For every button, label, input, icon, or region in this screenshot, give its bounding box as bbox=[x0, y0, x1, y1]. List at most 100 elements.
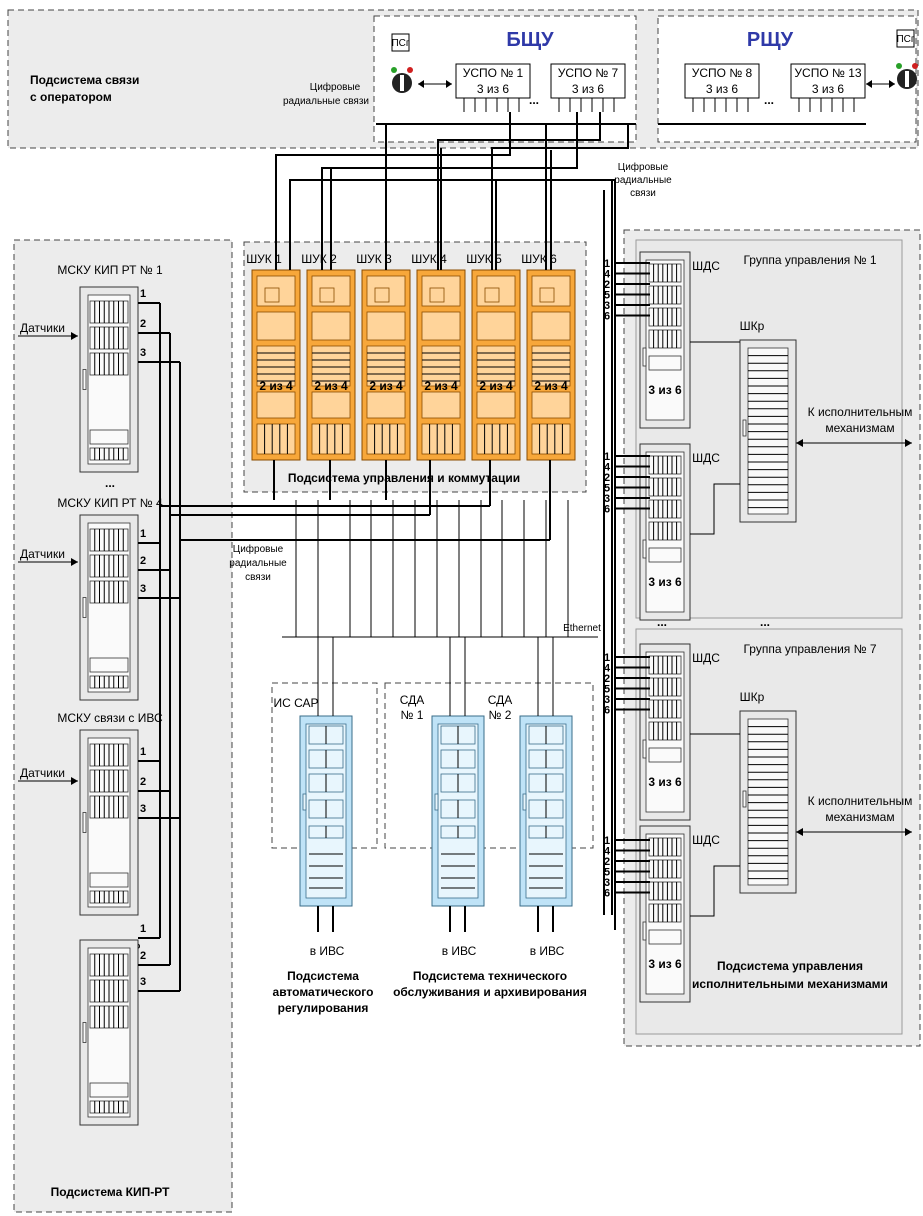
shds-port-number: 4 bbox=[604, 462, 611, 474]
shuk-panel bbox=[256, 391, 296, 419]
uspo-ellipsis: ... bbox=[764, 93, 774, 107]
shuk-display bbox=[539, 287, 555, 303]
uspo-box bbox=[455, 63, 531, 99]
kip-port-number: 1 bbox=[140, 528, 146, 540]
psg-box bbox=[896, 29, 915, 48]
shuk-cabinet: ШУК 32 из 4 bbox=[356, 252, 411, 461]
shds-port-number: 6 bbox=[604, 504, 610, 516]
shds-module bbox=[648, 329, 682, 349]
kip-port-number: 1 bbox=[140, 746, 146, 758]
radial-link bbox=[289, 179, 616, 930]
kip-slot bbox=[89, 1082, 129, 1098]
shuk-vote: 2 из 4 bbox=[314, 379, 348, 393]
shuk-panel bbox=[421, 423, 461, 455]
shds-handle bbox=[642, 539, 647, 559]
shuk-vote: 2 из 4 bbox=[479, 379, 513, 393]
arrow-head bbox=[71, 777, 78, 785]
shds-handle bbox=[642, 739, 647, 759]
shuk-panel bbox=[421, 311, 461, 341]
shuk-display bbox=[374, 287, 390, 303]
shds-label: ШДС bbox=[692, 451, 720, 465]
kip-handle bbox=[82, 812, 87, 833]
sar-cabinet-name: ИС САР bbox=[273, 696, 318, 710]
uspo-vote: 3 из 6 bbox=[706, 82, 739, 96]
shkr-inner bbox=[747, 718, 789, 886]
kip-cabinet bbox=[79, 286, 139, 473]
shkr-handle bbox=[742, 790, 747, 808]
digital-radial-label: радиальные bbox=[229, 558, 287, 569]
shuk-cabinet: ШУК 5 2 из 4 bbox=[466, 252, 521, 461]
shds-shkr-link bbox=[690, 865, 740, 917]
shuk-panel bbox=[311, 311, 351, 341]
shuk-display bbox=[429, 287, 445, 303]
kip-port-number: 1 bbox=[140, 288, 146, 300]
digital-radial-label: Цифровые bbox=[618, 161, 669, 173]
sensors-label: Датчики bbox=[20, 321, 65, 335]
kip-port-number: 3 bbox=[140, 347, 146, 359]
shds-port-number: 2 bbox=[604, 279, 610, 291]
shds-port-number: 1 bbox=[604, 258, 610, 270]
shds-port-number: 6 bbox=[604, 311, 610, 323]
operator-subsystem-label: Подсистема связи bbox=[30, 73, 139, 87]
shuk-cabinet: ШУК 22 из 4 bbox=[301, 252, 356, 461]
radial-link bbox=[275, 112, 511, 270]
kip-cabinet bbox=[79, 729, 139, 916]
actuator-label: К исполнительным bbox=[808, 405, 913, 419]
digital-radial-label: радиальные связи bbox=[283, 96, 369, 107]
shds-port-number: 1 bbox=[604, 835, 610, 847]
operator-subsystem-label: с оператором bbox=[30, 90, 112, 104]
uspo-vote: 3 из 6 bbox=[477, 82, 510, 96]
actuator-label: К исполнительным bbox=[808, 794, 913, 808]
switch-handle bbox=[400, 75, 404, 91]
shds-slot bbox=[648, 355, 682, 371]
kip-slot bbox=[89, 872, 129, 888]
kip-port-number: 2 bbox=[140, 555, 146, 567]
sda-name: № 1 bbox=[401, 708, 424, 722]
kip-slot bbox=[89, 657, 129, 673]
ethernet-label: Ethernet bbox=[563, 623, 601, 634]
shuk-panel bbox=[311, 391, 351, 419]
actuator-subsystem-label: Подсистема управления bbox=[717, 959, 863, 973]
shuk-display bbox=[264, 287, 280, 303]
shuk-panel bbox=[476, 423, 516, 455]
kip-port-number: 3 bbox=[140, 976, 146, 988]
shkr-inner bbox=[747, 347, 789, 515]
psg-label: ПСг bbox=[391, 38, 409, 49]
red-lamp-icon bbox=[407, 67, 413, 73]
shds-vote: 3 из 6 bbox=[648, 957, 682, 971]
kip-handle bbox=[82, 597, 87, 618]
shuk-vote: 2 из 4 bbox=[369, 379, 403, 393]
uspo-name: УСПО № 8 bbox=[692, 66, 753, 80]
shds-handle bbox=[642, 921, 647, 941]
radial-link bbox=[437, 112, 601, 270]
shuk-vote: 2 из 4 bbox=[424, 379, 458, 393]
ivs-label: в ИВС bbox=[442, 944, 477, 958]
shds-module bbox=[648, 881, 682, 901]
shds-vote: 3 из 6 bbox=[648, 575, 682, 589]
shds-module bbox=[648, 859, 682, 879]
actuator-ellipsis: ... bbox=[760, 615, 770, 629]
shuk-vote: 2 из 4 bbox=[534, 379, 568, 393]
control-subsystem-label: Подсистема управления и коммутации bbox=[288, 471, 520, 485]
shds-slot bbox=[648, 929, 682, 945]
shds-module bbox=[648, 837, 682, 857]
sar-subsystem-label: регулирования bbox=[278, 1001, 369, 1015]
shuk-name: ШУК 5 bbox=[466, 252, 502, 266]
shds-port-number: 2 bbox=[604, 673, 610, 685]
shds-port-number: 1 bbox=[604, 652, 610, 664]
shds-module bbox=[648, 307, 682, 327]
arrow-head bbox=[71, 332, 78, 340]
shds-port-number: 4 bbox=[604, 663, 611, 675]
shds-label: ШДС bbox=[692, 259, 720, 273]
psg-box bbox=[391, 33, 410, 52]
ivs-label: в ИВС bbox=[530, 944, 565, 958]
shuk-panel bbox=[366, 391, 406, 419]
shds-port-number: 3 bbox=[604, 300, 610, 312]
kip-port-number: 1 bbox=[140, 923, 146, 935]
sda-name: СДА bbox=[488, 693, 513, 707]
shds-vote: 3 из 6 bbox=[648, 775, 682, 789]
shds-port-number: 5 bbox=[604, 684, 610, 696]
